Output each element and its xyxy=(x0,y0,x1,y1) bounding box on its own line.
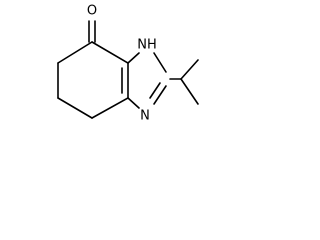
cyclohexanone-ring xyxy=(57,41,129,119)
bond-c7-c7a xyxy=(91,41,129,64)
bond-ch-ch3-upper xyxy=(180,59,199,80)
bond-ch-ch3-lower xyxy=(180,78,199,105)
bond-c6-c7 xyxy=(57,41,93,64)
imidazole-ring xyxy=(127,52,167,109)
isopropyl-group xyxy=(169,59,199,105)
bond-c7a-n1 xyxy=(127,52,140,64)
oxygen-label: O xyxy=(87,4,97,19)
bond-n3-c3a xyxy=(127,97,140,109)
double-bond-c2-n3 xyxy=(149,82,161,99)
structural-formula: O NH N xyxy=(57,4,199,124)
bond-c3a-c4 xyxy=(91,97,129,119)
bond-n1-c2 xyxy=(153,52,167,73)
nh-label: NH xyxy=(137,38,157,53)
carbonyl-group xyxy=(88,20,96,43)
bond-c2-n3 xyxy=(153,85,167,105)
n-label: N xyxy=(140,109,150,124)
bond-c4-c5 xyxy=(57,97,93,119)
